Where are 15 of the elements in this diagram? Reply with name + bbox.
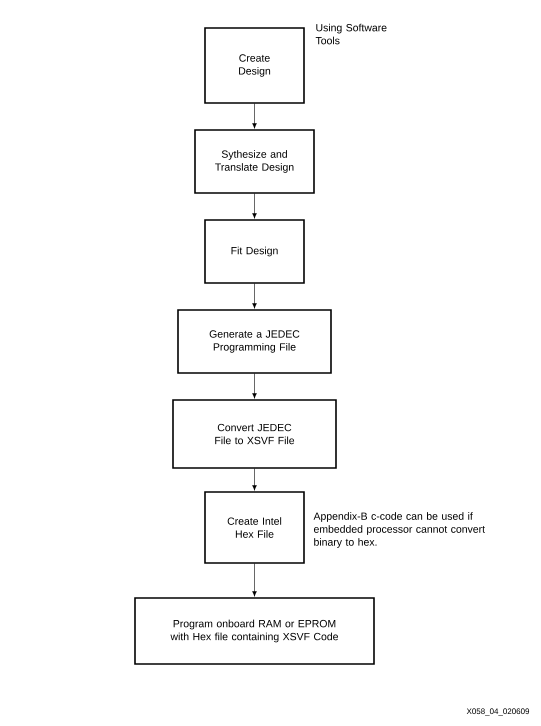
process-box: Convert JEDEC File to XSVF File xyxy=(172,399,337,469)
arrow xyxy=(252,468,257,490)
arrow xyxy=(252,194,257,218)
arrow xyxy=(252,104,257,128)
process-box: Fit Design xyxy=(204,219,305,284)
side-note: Appendix-B c-code can be used if embedded processor cannot convert binary to hex. xyxy=(314,512,485,548)
process-box: Program onboard RAM or EPROM with Hex file containing XSVF Code xyxy=(134,597,375,665)
arrow xyxy=(252,284,257,308)
arrow xyxy=(252,374,257,398)
side-note: Using Software Tools xyxy=(316,24,387,44)
process-box: Generate a JEDEC Programming File xyxy=(177,309,332,374)
process-box: Sythesize and Translate Design xyxy=(194,129,315,194)
arrow xyxy=(252,564,257,596)
process-box: Create Intel Hex File xyxy=(204,491,305,564)
process-box: Create Design xyxy=(204,27,305,104)
